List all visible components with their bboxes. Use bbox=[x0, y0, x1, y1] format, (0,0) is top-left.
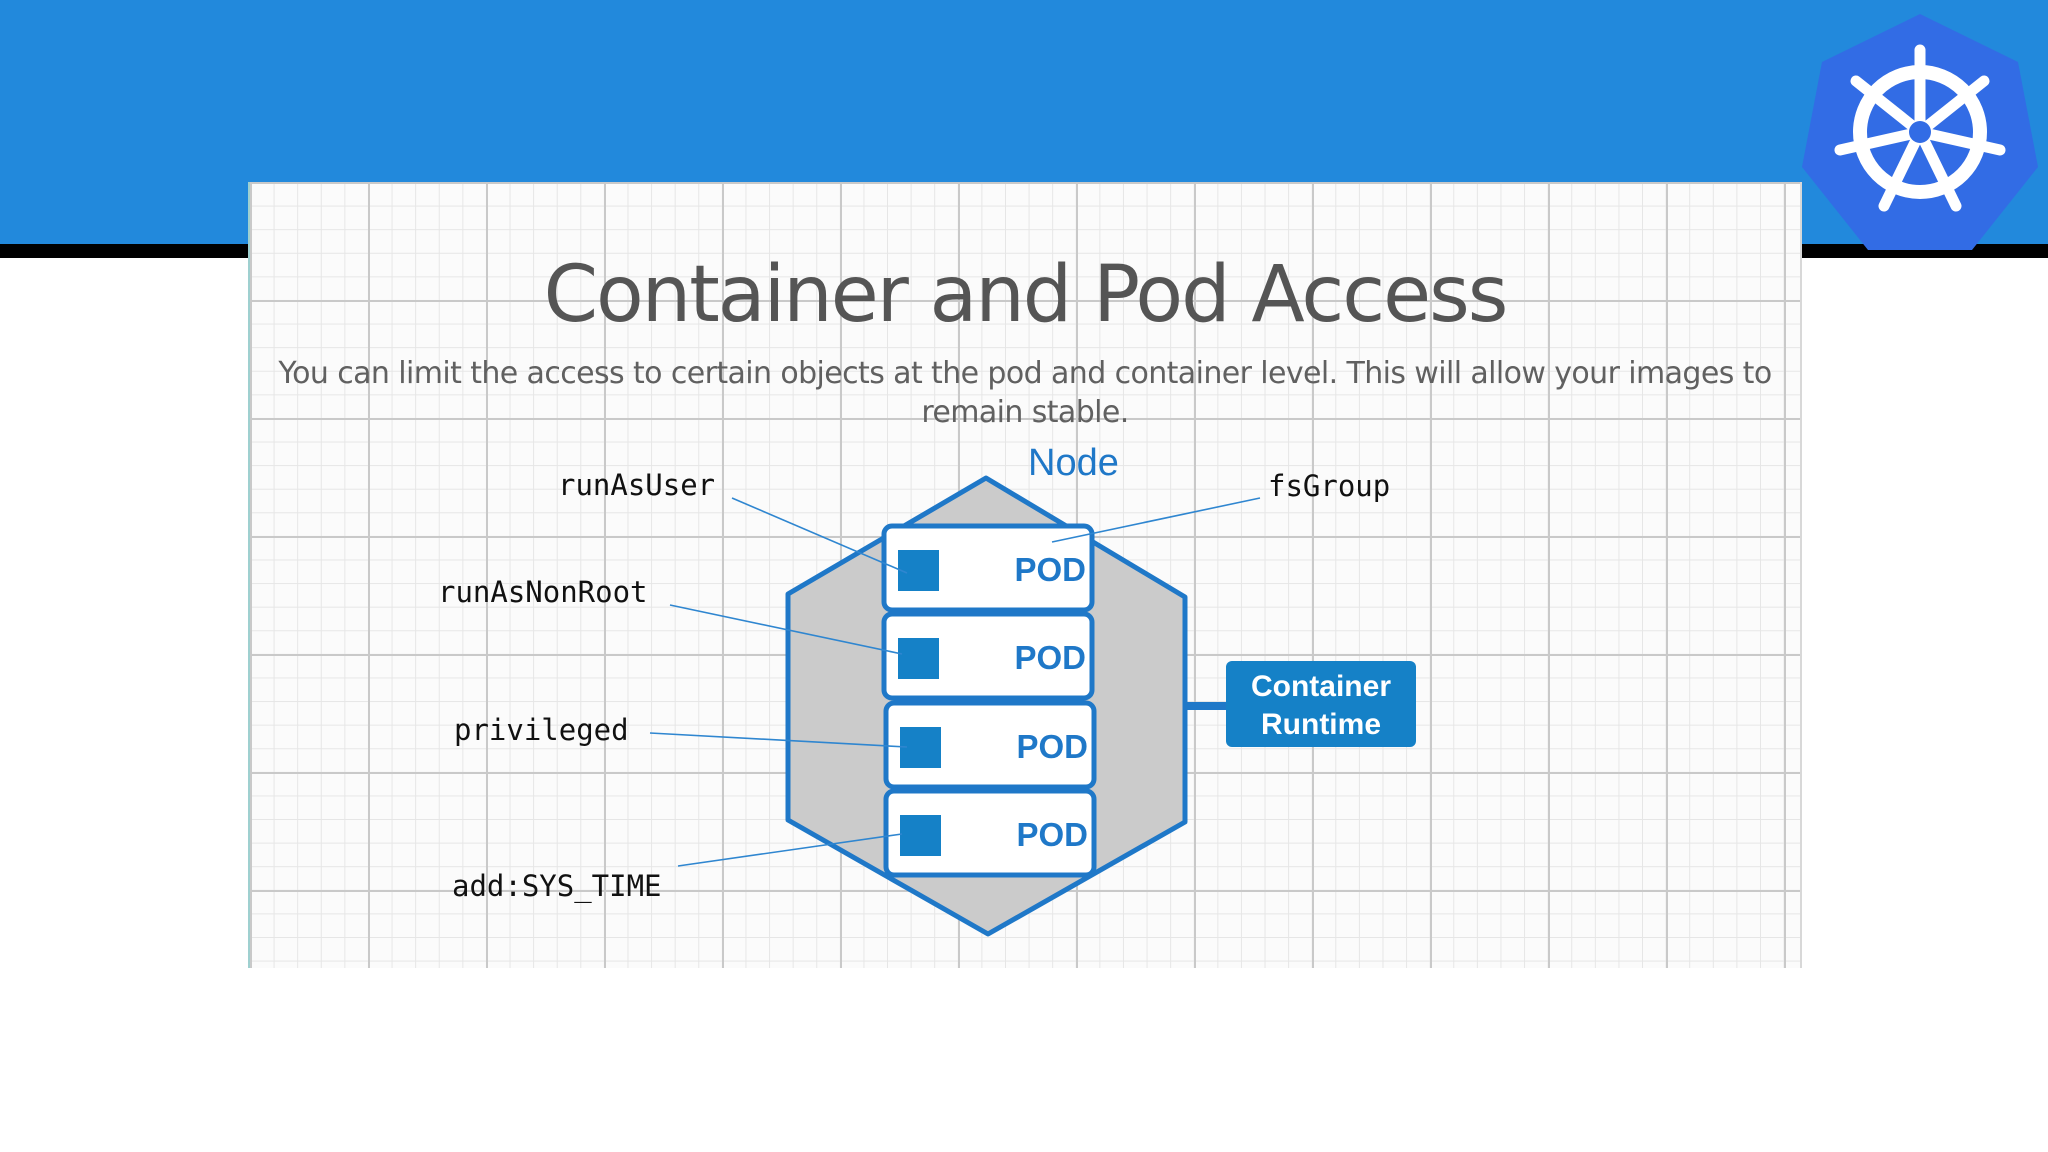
pod-label: POD bbox=[1014, 551, 1086, 588]
kubernetes-logo-icon bbox=[1802, 14, 2038, 250]
callout-line bbox=[1051, 497, 1261, 543]
diagram-panel: Container and Pod Access You can limit t… bbox=[248, 182, 1802, 968]
container-runtime-box: Container Runtime bbox=[1226, 661, 1416, 747]
callout-label: add:SYS_TIME bbox=[452, 869, 662, 904]
container-square-icon bbox=[898, 550, 939, 591]
node-label: Node bbox=[1028, 442, 1119, 484]
pod-label: POD bbox=[1014, 639, 1086, 676]
pod-box: POD bbox=[881, 611, 1095, 701]
page-subtitle: You can limit the access to certain obje… bbox=[278, 356, 1772, 430]
callout-label: runAsNonRoot bbox=[438, 575, 648, 609]
callout-line bbox=[677, 833, 903, 867]
pod-label: POD bbox=[1016, 728, 1088, 765]
callout-line bbox=[731, 497, 908, 574]
container-runtime-label: Runtime bbox=[1261, 708, 1381, 741]
container-square-icon bbox=[898, 638, 939, 679]
container-runtime-label: Container bbox=[1251, 670, 1391, 703]
pod-box: POD bbox=[883, 700, 1097, 790]
container-square-icon bbox=[900, 815, 941, 856]
pod-box: POD bbox=[881, 523, 1095, 613]
pod-access-diagram: Node POD POD POD POD Container Runtime bbox=[438, 442, 1416, 937]
callout-line bbox=[649, 732, 908, 748]
callout-label: runAsUser bbox=[558, 468, 715, 502]
callout-label: privileged bbox=[454, 713, 629, 747]
callout-line bbox=[669, 604, 903, 655]
pod-box: POD bbox=[883, 788, 1097, 878]
page-title: Container and Pod Access bbox=[543, 250, 1509, 340]
callout-label: fsGroup bbox=[1268, 469, 1390, 503]
pod-label: POD bbox=[1016, 816, 1088, 853]
